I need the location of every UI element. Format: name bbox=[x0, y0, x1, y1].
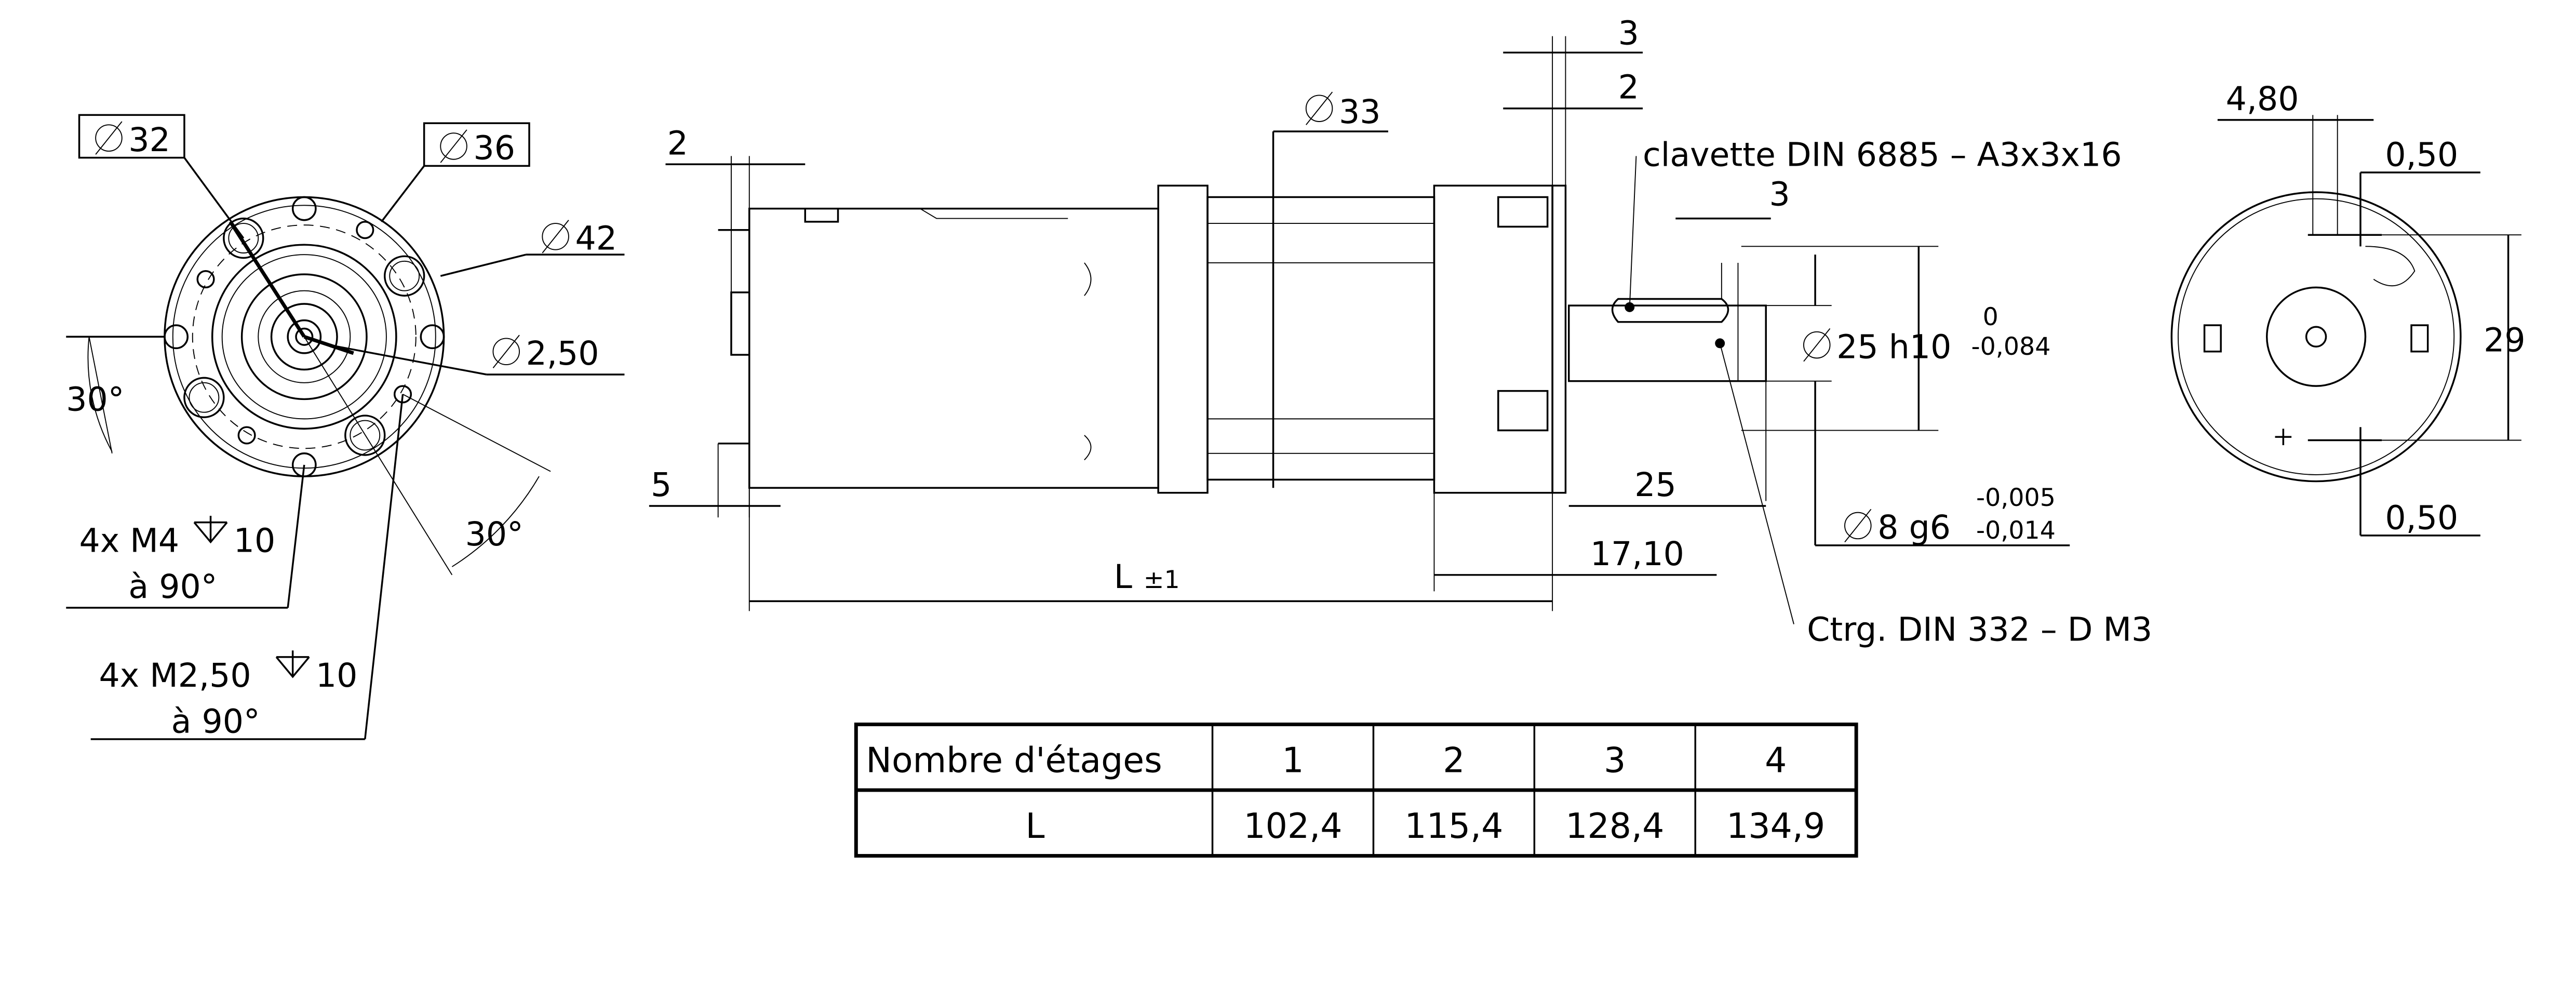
bore-tol-upper: -0,005 bbox=[1976, 484, 2056, 512]
dia-2-50-label: 2,50 bbox=[526, 334, 599, 372]
dim-0-50-bottom-label: 0,50 bbox=[2385, 498, 2458, 537]
table-length-cell: 134,9 bbox=[1726, 806, 1825, 846]
thread-m2-50-angle: à 90° bbox=[171, 702, 260, 740]
shaft-dia-label: 25 h10 bbox=[1836, 327, 1951, 366]
shaft-tol-upper: 0 bbox=[1983, 303, 1998, 331]
bore-tol-lower: -0,014 bbox=[1976, 516, 2056, 545]
thread-m4-angle: à 90° bbox=[128, 567, 217, 606]
angle-30-left-label: 30° bbox=[66, 380, 124, 419]
angle-30-bottom-label: 30° bbox=[465, 515, 524, 553]
dia-42-label: 42 bbox=[575, 219, 617, 258]
table-row-label: L bbox=[1026, 806, 1045, 846]
dim-3-key-label: 3 bbox=[1769, 175, 1790, 213]
table-stage-cell: 2 bbox=[1443, 740, 1465, 780]
dim-2-top-label: 2 bbox=[1618, 68, 1639, 106]
front-view: 32 36 42 2,50 30° 30° 4x M4 10 à 90° 4x … bbox=[66, 114, 625, 740]
dia-36-label: 36 bbox=[474, 129, 515, 167]
m2-holes bbox=[164, 196, 445, 477]
dim-25-label: 25 bbox=[1634, 465, 1676, 504]
table-stage-cell: 4 bbox=[1765, 740, 1787, 780]
table-stage-cell: 3 bbox=[1604, 740, 1626, 780]
key-label: clavette DIN 6885 – A3x3x16 bbox=[1643, 135, 2122, 173]
table-length-cell: 128,4 bbox=[1565, 806, 1664, 846]
table-header-label: Nombre d'étages bbox=[866, 740, 1162, 780]
m4-holes bbox=[183, 217, 425, 456]
center-drill-label: Ctrg. DIN 332 – D M3 bbox=[1807, 610, 2152, 648]
dim-17-10-label: 17,10 bbox=[1590, 535, 1684, 573]
dim-0-50-top-label: 0,50 bbox=[2385, 135, 2458, 173]
stages-length-table: Nombre d'étages 1 2 3 4 L 102,4 115,4 12… bbox=[854, 723, 1858, 858]
length-label: L bbox=[1114, 557, 1132, 596]
bore-dia-label: 8 g6 bbox=[1877, 508, 1951, 546]
rear-view: 4,80 0,50 29 0,50 bbox=[2170, 79, 2526, 537]
table-length-cell: 102,4 bbox=[1243, 806, 1342, 846]
dim-2-left-label: 2 bbox=[667, 124, 688, 162]
shaft-tol-lower: -0,084 bbox=[1971, 332, 2051, 361]
length-tol: ±1 bbox=[1144, 566, 1180, 594]
dia-32-label: 32 bbox=[128, 121, 170, 159]
dia-33-label: 33 bbox=[1339, 92, 1380, 131]
dim-3-top-label: 3 bbox=[1618, 14, 1639, 52]
table-length-cell: 115,4 bbox=[1404, 806, 1503, 846]
dim-29-label: 29 bbox=[2484, 321, 2525, 359]
thread-m4-depth: 10 bbox=[234, 522, 275, 560]
dim-5-label: 5 bbox=[651, 465, 672, 504]
thread-m4-label: 4x M4 bbox=[79, 522, 180, 560]
dim-4-80-label: 4,80 bbox=[2226, 79, 2299, 118]
table-stage-cell: 1 bbox=[1282, 740, 1304, 780]
thread-m2-50-label: 4x M2,50 bbox=[99, 656, 251, 694]
side-view: 33 2 5 3 2 clavette DIN 6885 – A3x3x16 3… bbox=[649, 14, 2152, 648]
thread-m2-50-depth: 10 bbox=[316, 656, 357, 694]
